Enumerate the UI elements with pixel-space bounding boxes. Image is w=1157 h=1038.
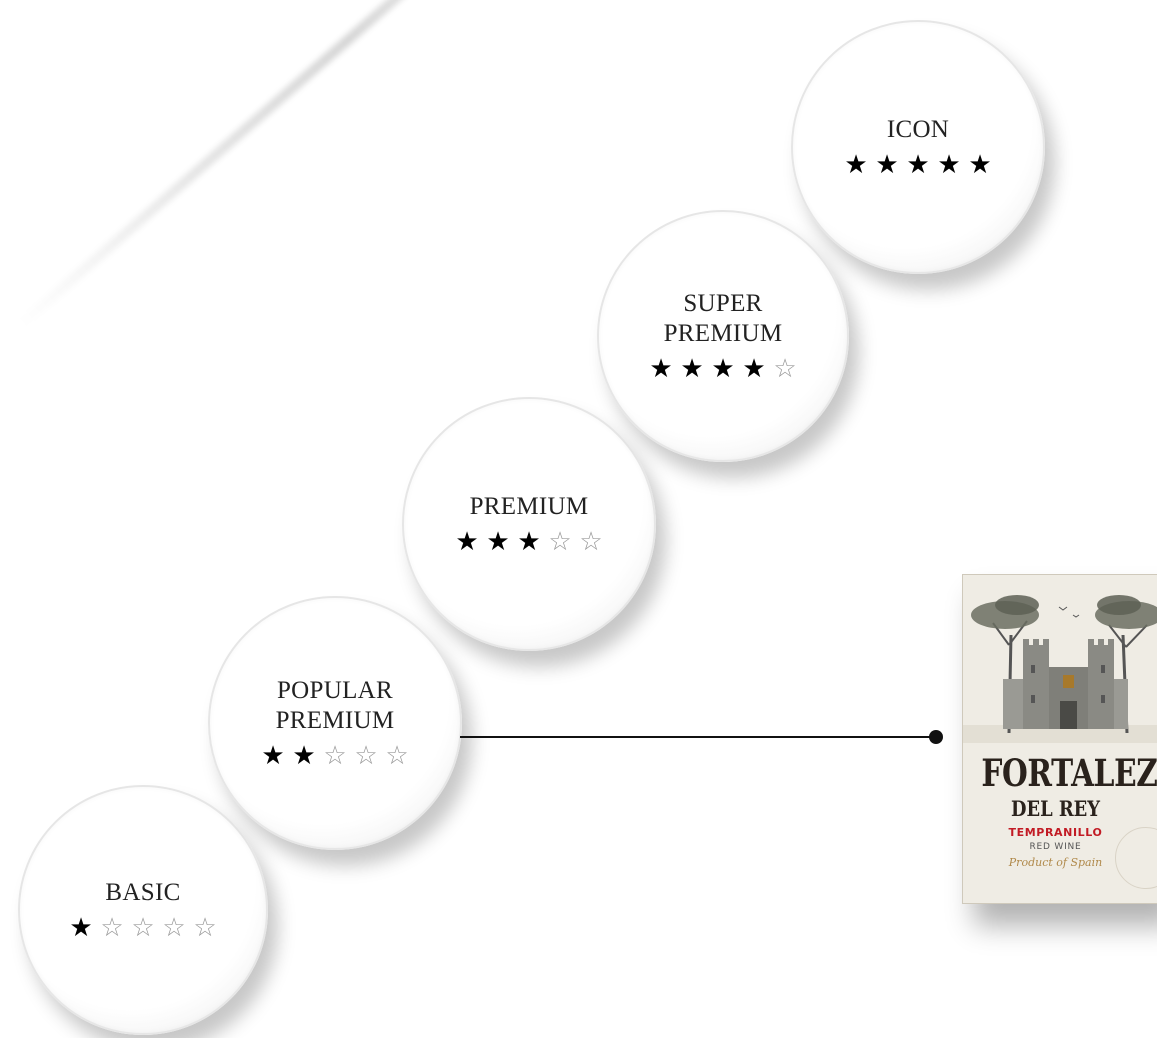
star-empty-icon: ☆ xyxy=(323,741,347,770)
star-rating: ★★☆☆☆ xyxy=(260,742,410,770)
tier-label: SUPER PREMIUM xyxy=(663,290,783,347)
star-rating: ★★★★★ xyxy=(843,151,993,179)
star-filled-icon: ★ xyxy=(711,354,735,383)
star-filled-icon: ★ xyxy=(937,150,961,179)
tier-popular-premium: POPULAR PREMIUM ★★☆☆☆ xyxy=(208,596,462,850)
diagonal-shadow-stripe xyxy=(16,0,620,329)
star-empty-icon: ☆ xyxy=(579,527,603,556)
star-filled-icon: ★ xyxy=(455,527,479,556)
tier-icon: ICON ★★★★★ xyxy=(791,20,1045,274)
origin-text: Product of Spain xyxy=(1008,856,1103,869)
star-filled-icon: ★ xyxy=(680,354,704,383)
wine-label-image: FORTALEZA DEL REY TEMPRANILLO RED WINE P… xyxy=(962,574,1157,904)
brand-name: FORTALEZA xyxy=(981,751,1157,795)
star-filled-icon: ★ xyxy=(649,354,673,383)
star-filled-icon: ★ xyxy=(292,741,316,770)
star-filled-icon: ★ xyxy=(906,150,930,179)
connector-dot xyxy=(929,730,943,744)
star-filled-icon: ★ xyxy=(261,741,285,770)
star-empty-icon: ☆ xyxy=(162,913,186,942)
sub-brand-name: DEL REY xyxy=(1010,796,1101,821)
tier-basic: BASIC ★☆☆☆☆ xyxy=(18,785,268,1035)
tier-premium: PREMIUM ★★★☆☆ xyxy=(402,397,656,651)
tier-label: ICON xyxy=(886,116,950,143)
star-empty-icon: ☆ xyxy=(100,913,124,942)
star-empty-icon: ☆ xyxy=(193,913,217,942)
star-filled-icon: ★ xyxy=(968,150,992,179)
star-empty-icon: ☆ xyxy=(773,354,797,383)
star-empty-icon: ☆ xyxy=(385,741,409,770)
connector-line xyxy=(460,736,935,738)
star-filled-icon: ★ xyxy=(517,527,541,556)
tier-super-premium: SUPER PREMIUM ★★★★☆ xyxy=(597,210,849,462)
star-filled-icon: ★ xyxy=(742,354,766,383)
wine-type: RED WINE xyxy=(1029,842,1082,852)
star-rating: ★★★☆☆ xyxy=(454,528,604,556)
varietal-name: TEMPRANILLO xyxy=(1008,826,1103,839)
star-filled-icon: ★ xyxy=(844,150,868,179)
star-filled-icon: ★ xyxy=(486,527,510,556)
tier-label: PREMIUM xyxy=(469,493,589,520)
star-rating: ★★★★☆ xyxy=(648,355,798,383)
tier-label: BASIC xyxy=(105,879,181,906)
tier-label: POPULAR PREMIUM xyxy=(275,677,395,734)
star-filled-icon: ★ xyxy=(69,913,93,942)
star-rating: ★☆☆☆☆ xyxy=(68,914,218,942)
star-empty-icon: ☆ xyxy=(131,913,155,942)
star-empty-icon: ☆ xyxy=(548,527,572,556)
castle-illustration xyxy=(963,595,1157,743)
star-empty-icon: ☆ xyxy=(354,741,378,770)
star-filled-icon: ★ xyxy=(875,150,899,179)
